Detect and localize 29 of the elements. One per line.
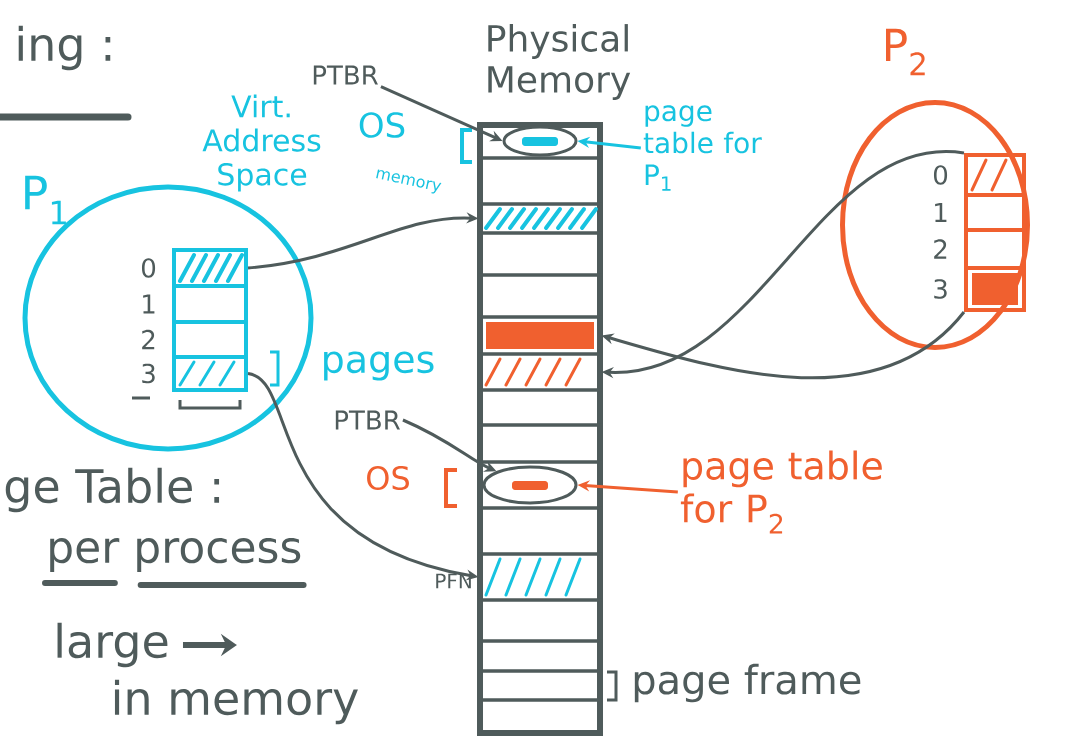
note: ing : [18, 25, 111, 71]
heading: Virt. Address Space [202, 94, 321, 192]
process-name: P$_{2}$ [886, 28, 925, 76]
note: page frame [634, 663, 861, 703]
page-number: 1 [935, 203, 947, 222]
page-number: 3 [142, 363, 155, 384]
heading: Physical Memory [488, 24, 631, 100]
page-number: 2 [142, 329, 155, 350]
label: PTBR [313, 65, 378, 85]
label: page table for P$_{2}$ [680, 450, 882, 534]
note: memory [376, 169, 442, 194]
note: pages [324, 351, 434, 381]
page-table [502, 125, 578, 157]
note: in memory [114, 679, 358, 725]
note: OS [359, 112, 405, 138]
page-number: 2 [934, 239, 947, 259]
note: per process [50, 538, 301, 572]
note: ge Table : [5, 467, 220, 513]
page-number: 0 [933, 165, 948, 185]
label: page table for P$_{1}$ [643, 105, 762, 191]
note: OS [367, 465, 409, 491]
page-frame [478, 698, 602, 735]
page-number: 3 [934, 279, 947, 299]
page-number: 0 [142, 258, 156, 278]
page-table [482, 465, 578, 505]
process-name: P$_{1}$ [25, 175, 66, 225]
note: large [57, 622, 168, 668]
label: PTBR [335, 410, 400, 430]
page-number: 1 [143, 294, 155, 314]
